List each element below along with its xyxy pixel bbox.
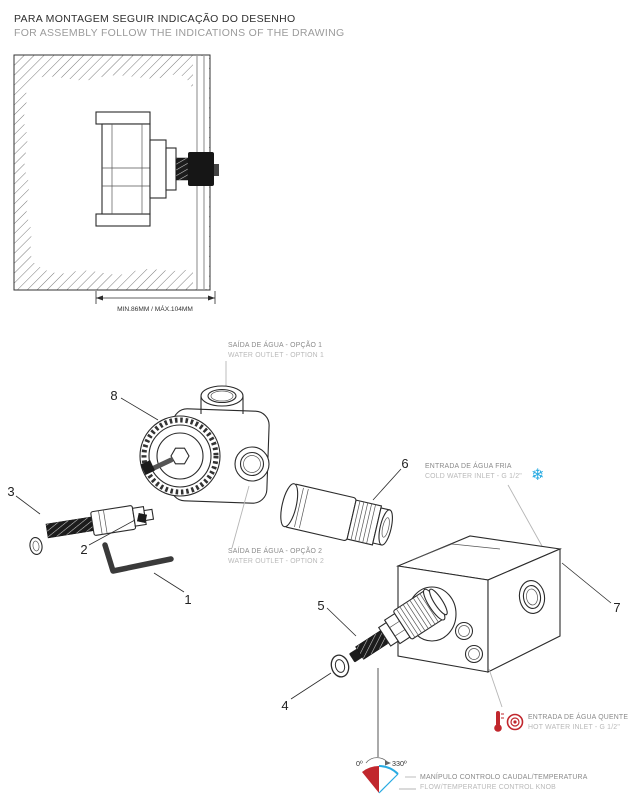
hot-inlet-callout: ENTRADA DE ÁGUA QUENTE HOT WATER INLET -…: [488, 668, 628, 732]
part-number-callouts: 8 3 2 1 6 5 4 7: [7, 388, 620, 713]
top-outlet-port: [200, 385, 244, 407]
embedded-valve-drawing: [95, 111, 219, 227]
knob-label-en: FLOW/TEMPERATURE CONTROL KNOB: [420, 784, 556, 791]
part-8-valve-body: [139, 385, 270, 504]
outlet-option1-callout: SAÍDA DE ÁGUA - OPÇÃO 1 WATER OUTLET - O…: [225, 340, 324, 397]
part-number-1: 1: [184, 592, 191, 607]
gauge-hot-wedge: [362, 765, 379, 793]
angle-arc-arrow: [365, 757, 389, 764]
block-small-port: [464, 644, 484, 664]
hot-leader-line: [488, 668, 503, 708]
part-4-oring: [330, 654, 350, 678]
part-number-5: 5: [317, 598, 324, 613]
part-number-3: 3: [7, 484, 14, 499]
thermometer-icon: [494, 711, 504, 732]
part3-thread: [45, 516, 94, 539]
part-1-allen-key: [102, 542, 174, 574]
cold-leader-line: [507, 484, 543, 547]
dim-arrow-right: [208, 295, 215, 301]
part-number-2: 2: [80, 542, 87, 557]
outlet1-label-pt: SAÍDA DE ÁGUA - OPÇÃO 1: [228, 340, 322, 349]
gauge-cold-arc: [378, 765, 399, 775]
angle-end-label: 330º: [392, 759, 407, 768]
outlet-option2-callout: SAÍDA DE ÁGUA - OPÇÃO 2 WATER OUTLET - O…: [228, 485, 324, 565]
outlet2-leader-line: [231, 485, 250, 549]
dim-arrow-left: [96, 295, 103, 301]
instruction-text-en: FOR ASSEMBLY FOLLOW THE INDICATIONS OF T…: [14, 27, 344, 39]
outlet1-label-en: WATER OUTLET - OPTION 1: [228, 352, 324, 359]
part-number-8: 8: [110, 388, 117, 403]
knob-tip: [214, 164, 219, 176]
block-right-face: [487, 548, 561, 673]
part-number-4: 4: [281, 698, 288, 713]
hot-label-pt: ENTRADA DE ÁGUA QUENTE: [528, 712, 628, 721]
cold-label-en: COLD WATER INLET - G 1/2": [425, 473, 522, 480]
part-number-7: 7: [613, 600, 620, 615]
part-6-extension-tube: [280, 483, 393, 546]
spindle-tip: [140, 460, 155, 475]
knob-label-pt: MANÍPULO CONTROLO CAUDAL/TEMPERATURA: [420, 772, 588, 781]
snowflake-icon: ❄: [531, 467, 544, 484]
control-knob-dark: [188, 152, 214, 186]
angle-gauge: 0º 330º MANÍPULO CONTROLO CAUDAL/TEMPERA…: [356, 668, 588, 794]
block-small-port: [454, 621, 474, 641]
exploded-view: SAÍDA DE ÁGUA - OPÇÃO 1 WATER OUTLET - O…: [7, 340, 628, 794]
outlet2-label-pt: SAÍDA DE ÁGUA - OPÇÃO 2: [228, 546, 322, 555]
dimension-label: MIN.86MM / MÁX.104MM: [117, 304, 193, 313]
instruction-text-pt: PARA MONTAGEM SEGUIR INDICAÇÃO DO DESENH…: [14, 12, 295, 25]
wall-section: MIN.86MM / MÁX.104MM: [13, 54, 219, 313]
cold-inlet-callout: ENTRADA DE ÁGUA FRIA COLD WATER INLET - …: [425, 461, 544, 547]
part3-oring: [29, 537, 43, 555]
depth-dimension: MIN.86MM / MÁX.104MM: [95, 291, 216, 313]
part-2-set-screw: [136, 512, 148, 524]
block-right-port: [518, 580, 546, 614]
hot-label-en: HOT WATER INLET - G 1/2": [528, 724, 620, 731]
part-5-flow-cartridge: [349, 588, 448, 663]
part-number-6: 6: [401, 456, 408, 471]
part-3-cartridge: [29, 505, 155, 555]
spindle-hex-nut: [170, 447, 190, 465]
angle-start-label: 0º: [356, 759, 363, 768]
valve-spindle: [151, 457, 174, 471]
outlet2-label-en: WATER OUTLET - OPTION 2: [228, 558, 324, 565]
hot-burner-icon: [506, 713, 524, 731]
header: PARA MONTAGEM SEGUIR INDICAÇÃO DO DESENH…: [14, 12, 344, 39]
cold-label-pt: ENTRADA DE ÁGUA FRIA: [425, 461, 512, 470]
valve-stem-thread: [175, 157, 189, 181]
